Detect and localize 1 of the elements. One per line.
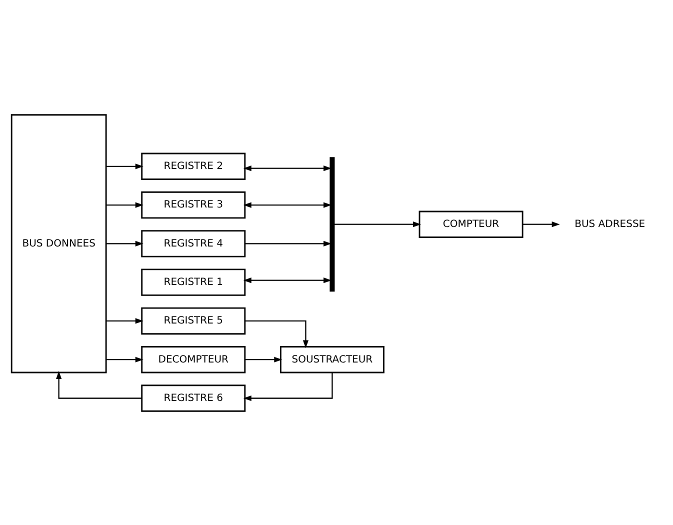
node-text: BUS ADRESSE <box>574 218 646 230</box>
